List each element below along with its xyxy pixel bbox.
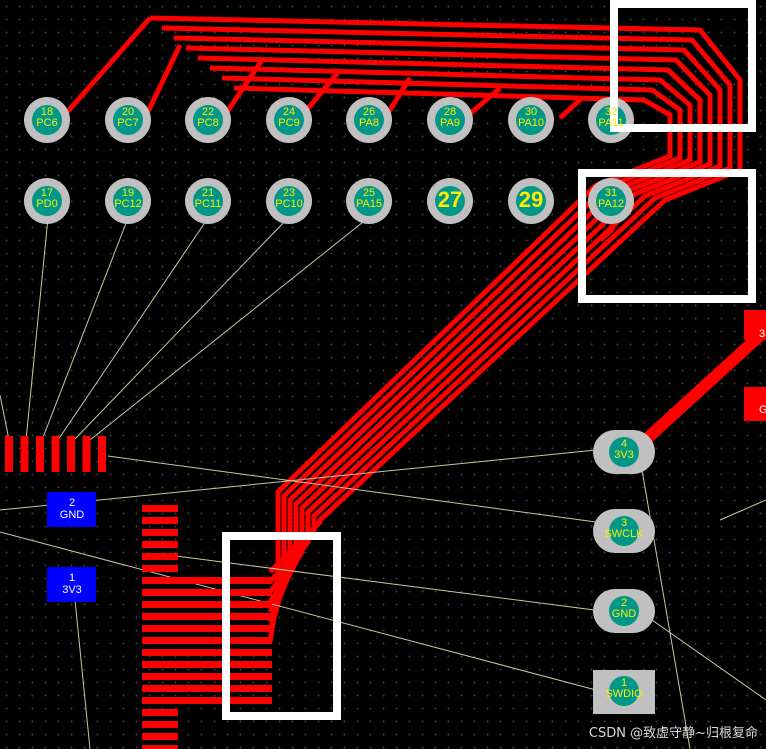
ratsnest-line-8 [0, 449, 597, 511]
ic-pin-side-17[interactable] [142, 697, 272, 704]
ic-pin-side-16[interactable] [142, 685, 272, 692]
header-pin-23-hole [274, 186, 304, 216]
header-pin-29-hole [516, 186, 546, 216]
ratsnest-line-10 [175, 555, 611, 613]
trace-3v3-power[interactable] [635, 325, 766, 450]
header-pin-30-hole [516, 105, 546, 135]
header-pin-22-hole [193, 105, 223, 135]
ratsnest-line-2 [41, 217, 129, 441]
ic-pin-side-20[interactable] [142, 733, 178, 740]
ratsnest-line-12 [651, 619, 766, 701]
trace-drop-2[interactable] [142, 43, 183, 120]
ratsnest-line-13 [719, 499, 766, 521]
ic-pin-side-13[interactable] [142, 649, 272, 656]
pad-number: 2 [68, 497, 76, 509]
ic-pin-top-4[interactable] [51, 436, 60, 472]
ic-pin-top-6[interactable] [82, 436, 91, 472]
ic-pin-side-5[interactable] [142, 553, 178, 560]
trace-layer[interactable] [60, 15, 766, 643]
edge-label-g: G [759, 404, 766, 416]
header-pin-24-hole [274, 105, 304, 135]
swd-pin-4-hole [609, 437, 639, 467]
ic-pin-top-7[interactable] [98, 436, 106, 472]
ratsnest-layer [0, 217, 766, 749]
header-pin-19-hole [113, 186, 143, 216]
ic-pin-side-21[interactable] [142, 745, 178, 749]
header-pin-20-hole [113, 105, 143, 135]
ratsnest-line-4 [73, 217, 289, 441]
ic-pin-side-8[interactable] [142, 589, 272, 596]
edge-pad-bottom[interactable] [744, 387, 766, 421]
ic-pin-side-11[interactable] [142, 625, 272, 632]
swd-pin-2-hole [609, 596, 639, 626]
keepout-box-middle-right [578, 169, 756, 303]
keepout-box-top-right [610, 0, 756, 132]
ratsnest-line-7 [107, 455, 597, 523]
ratsnest-line-3 [57, 217, 209, 441]
pad-number: 1 [68, 572, 76, 584]
smd-pad-2[interactable] [47, 492, 96, 527]
smd-pad-1[interactable] [47, 567, 96, 602]
ic-pin-side-1[interactable] [142, 505, 178, 512]
ic-pin-top-3[interactable] [36, 436, 44, 472]
watermark: CSDN @致虚守静~归根复命 [588, 726, 758, 741]
trace-bus-1[interactable] [149, 15, 743, 574]
pad-net-name: 3V3 [62, 584, 82, 596]
trace-drop-3[interactable] [220, 58, 265, 120]
ic-pin-side-19[interactable] [142, 721, 178, 728]
header-pin-25-hole [354, 186, 384, 216]
ic-pin-side-15[interactable] [142, 673, 272, 680]
ratsnest-line-1 [25, 217, 49, 441]
ic-pin-side-7[interactable] [142, 577, 272, 584]
ic-pin-top-2[interactable] [20, 436, 29, 472]
header-pin-28-hole [435, 105, 465, 135]
component-layer[interactable] [5, 97, 766, 749]
keepout-box-bottom-left [222, 532, 341, 720]
ic-pin-top-1[interactable] [5, 436, 13, 472]
edge-label-3: 3 [759, 328, 766, 340]
ic-pin-side-2[interactable] [142, 517, 178, 524]
ratsnest-line-5 [89, 217, 369, 441]
header-pin-27-hole [435, 186, 465, 216]
keepout-layer [222, 0, 756, 720]
ic-pin-side-10[interactable] [142, 613, 272, 620]
ic-pin-side-9[interactable] [142, 601, 272, 608]
edge-pad-top[interactable] [744, 310, 766, 340]
pad-net-name: GND [59, 509, 85, 521]
swd-pin-3-hole [609, 516, 639, 546]
ic-pin-side-3[interactable] [142, 529, 178, 536]
ratsnest-line-14 [74, 599, 91, 749]
ic-pin-side-12[interactable] [142, 637, 272, 644]
ic-pin-top-5[interactable] [67, 436, 75, 472]
trace-bus-2[interactable] [161, 25, 733, 584]
ic-pin-side-6[interactable] [142, 565, 178, 572]
trace-bus-4[interactable] [185, 45, 713, 604]
swd-pin-1-hole [609, 676, 639, 706]
trace-drop-7[interactable] [558, 96, 584, 120]
ratsnest-line-9 [0, 531, 597, 691]
header-pin-26-hole [354, 105, 384, 135]
ratsnest-line-11 [641, 469, 691, 749]
header-pin-18-hole [32, 105, 62, 135]
trace-drop-1[interactable] [60, 16, 152, 120]
ic-pin-side-18[interactable] [142, 709, 178, 716]
ic-pin-side-14[interactable] [142, 661, 272, 668]
header-pin-17-hole [32, 186, 62, 216]
ic-pin-side-4[interactable] [142, 541, 178, 548]
header-pin-31-hole [596, 186, 626, 216]
header-pin-21-hole [193, 186, 223, 216]
